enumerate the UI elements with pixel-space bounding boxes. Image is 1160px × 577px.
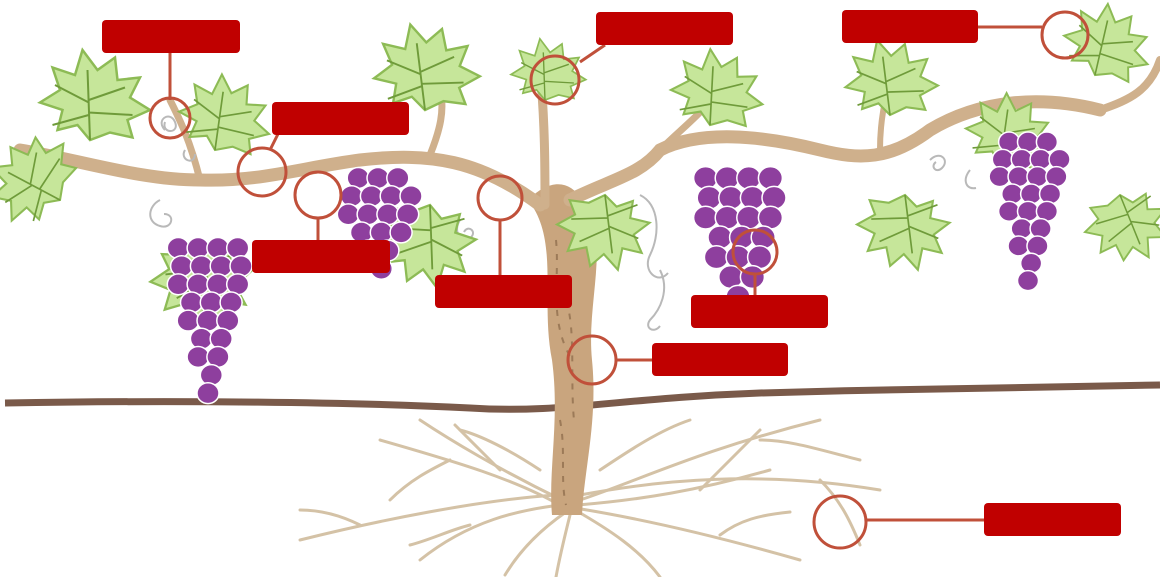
grape-berry [227,238,249,259]
label-box-cordon [435,275,572,308]
grape-berry [989,167,1010,187]
grape-berry [341,186,363,207]
grape-berry [1030,219,1051,239]
grape-berry [171,256,193,277]
grape-berry [181,292,203,313]
grape-berry [210,328,232,349]
grape-berry [1030,149,1051,169]
grape-berry [1040,184,1061,204]
grape-berry [740,266,764,289]
callouts [150,12,1088,548]
grape-berry [697,186,721,209]
grape-berry [758,167,782,190]
grape-berry [200,365,222,386]
grape-berry [360,186,382,207]
grape-berry [1011,219,1032,239]
grape-berry [380,186,402,207]
grape-berry [207,238,229,259]
grape-berry [1011,149,1032,169]
grape-berry [1002,184,1023,204]
grape-berry [1008,236,1029,256]
grape-berry [694,206,718,229]
grape-berry [167,238,189,259]
label-box-shoot-tip [596,12,733,45]
grape-berry [220,292,242,313]
grape-berry [1018,271,1039,291]
label-box-fruit [691,295,828,328]
grape-berry [1021,184,1042,204]
grape-berry [190,328,212,349]
grape-berry [197,383,219,404]
grape-berry [704,246,728,269]
grape-berry [400,186,422,207]
grape-berry [762,186,786,209]
label-box-leaf [842,10,978,43]
grape-berry [167,274,189,295]
label-box-node [272,102,409,135]
grape-berry [337,204,359,225]
label-box-tendril [102,20,240,53]
grape-berry [187,346,209,367]
grape-berry [740,186,764,209]
label-boxes [102,10,1121,536]
roots [300,420,880,577]
grape-berry [230,256,252,277]
grape-berry [190,256,212,277]
grape-berry [1021,253,1042,273]
grape-berry [187,238,209,259]
grape-berry [999,201,1020,221]
grape-berry [390,222,412,243]
label-box-cane [252,240,390,273]
grape-berry [177,310,199,331]
grape-berry [737,167,761,190]
grape-berry [992,149,1013,169]
grape-berry [708,226,732,249]
label-box-trunk [652,343,788,376]
grape-berry [210,256,232,277]
grape-berry [715,167,739,190]
grape-berry [200,292,222,313]
grape-berry [694,167,718,190]
grape-berry [1049,149,1070,169]
label-box-roots [984,503,1121,536]
grape-berry [719,186,743,209]
